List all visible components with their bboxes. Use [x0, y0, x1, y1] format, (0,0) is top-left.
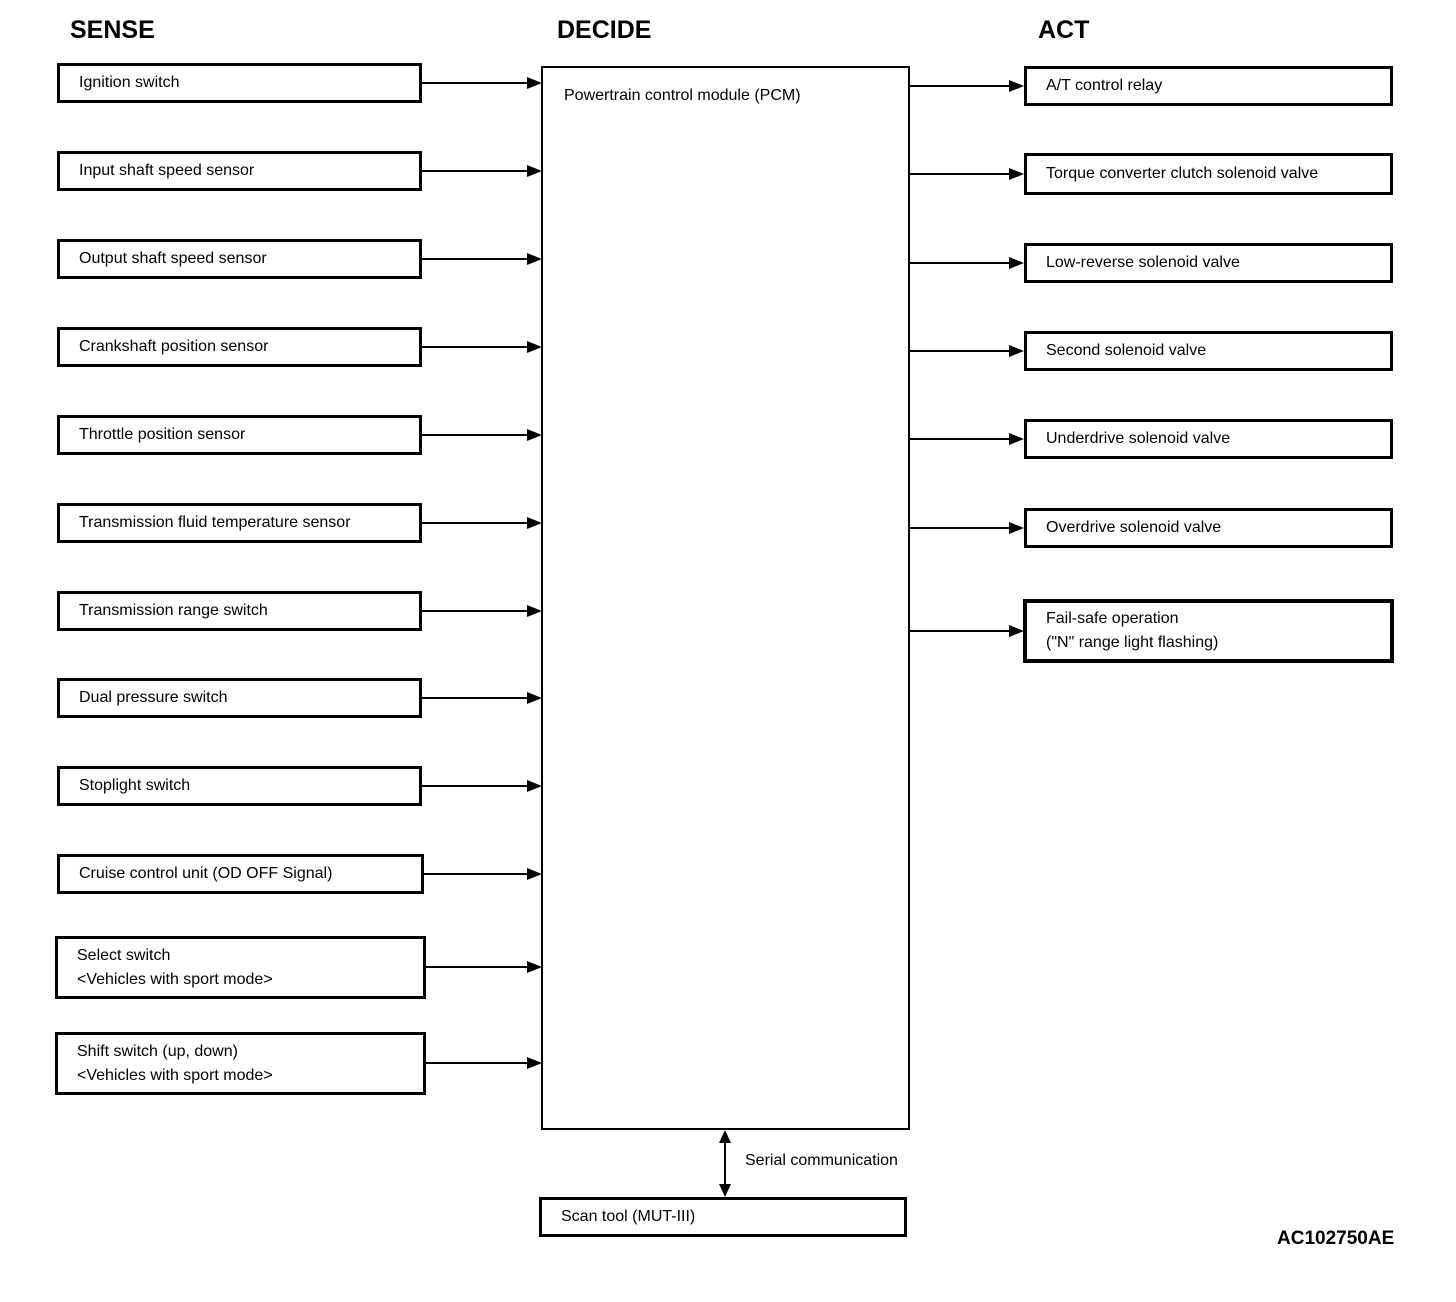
arrow-head-icon: [527, 341, 542, 353]
pcm-label: Powertrain control module (PCM): [564, 87, 801, 104]
arrow-head-icon: [1009, 168, 1024, 180]
box-sublabel: <Vehicles with sport mode>: [77, 970, 273, 988]
box-label: Input shaft speed sensor: [79, 162, 255, 179]
arrow-line: [422, 170, 529, 172]
arrow-line: [422, 522, 529, 524]
arrow-line: [910, 438, 1011, 440]
arrow-head-icon: [527, 780, 542, 792]
arrow-head-down-icon: [719, 1184, 731, 1197]
box-label: Torque converter clutch solenoid valve: [1046, 165, 1319, 182]
arrow-line: [422, 434, 529, 436]
pcm-box: Powertrain control module (PCM): [541, 66, 910, 1130]
arrow-head-icon: [527, 165, 542, 177]
box-label: Underdrive solenoid valve: [1046, 430, 1231, 447]
box-label: Shift switch (up, down): [77, 1042, 238, 1060]
arrow-line: [910, 630, 1011, 632]
arrow-line: [910, 262, 1011, 264]
box-label: Scan tool (MUT-III): [561, 1208, 696, 1225]
sense-box-stoplight-switch: Stoplight switch: [57, 766, 422, 806]
box-label: Transmission range switch: [79, 602, 268, 619]
arrow-head-icon: [527, 1057, 542, 1069]
box-label: Output shaft speed sensor: [79, 250, 267, 267]
arrow-line: [426, 966, 529, 968]
arrow-line: [910, 85, 1011, 87]
box-sublabel: <Vehicles with sport mode>: [77, 1066, 273, 1084]
arrow-head-icon: [1009, 433, 1024, 445]
sense-box-cruise-control-unit: Cruise control unit (OD OFF Signal): [57, 854, 424, 894]
serial-communication-label: Serial communication: [745, 1152, 898, 1169]
act-box-torque-converter-clutch-solenoid-valve: Torque converter clutch solenoid valve: [1024, 153, 1393, 195]
box-label: Fail-safe operation: [1046, 610, 1179, 627]
box-label: Stoplight switch: [79, 777, 191, 794]
act-box-underdrive-solenoid-valve: Underdrive solenoid valve: [1024, 419, 1393, 459]
arrow-head-icon: [527, 77, 542, 89]
sense-box-dual-pressure-switch: Dual pressure switch: [57, 678, 422, 718]
arrow-head-icon: [527, 692, 542, 704]
arrow-head-icon: [527, 961, 542, 973]
arrow-line: [724, 1141, 726, 1186]
act-box-at-control-relay: A/T control relay: [1024, 66, 1393, 106]
arrow-head-icon: [1009, 80, 1024, 92]
arrow-head-icon: [527, 868, 542, 880]
arrow-line: [422, 785, 529, 787]
sense-box-throttle-position-sensor: Throttle position sensor: [57, 415, 422, 455]
arrow-head-up-icon: [719, 1130, 731, 1143]
box-label: Dual pressure switch: [79, 689, 228, 706]
sense-box-ignition-switch: Ignition switch: [57, 63, 422, 103]
sense-header: SENSE: [70, 16, 155, 44]
scan-tool-box: Scan tool (MUT-III): [539, 1197, 907, 1237]
arrow-line: [424, 873, 529, 875]
arrow-line: [910, 527, 1011, 529]
figure-code: AC102750AE: [1277, 1228, 1395, 1249]
act-box-second-solenoid-valve: Second solenoid valve: [1024, 331, 1393, 371]
sense-box-shift-switch: Shift switch (up, down) <Vehicles with sp…: [55, 1032, 426, 1095]
sense-box-select-switch: Select switch <Vehicles with sport mode>: [55, 936, 426, 999]
box-label: Low-reverse solenoid valve: [1046, 254, 1240, 271]
sense-box-transmission-range-switch: Transmission range switch: [57, 591, 422, 631]
arrow-line: [910, 173, 1011, 175]
arrow-line: [426, 1062, 529, 1064]
arrow-head-icon: [527, 429, 542, 441]
arrow-line: [422, 697, 529, 699]
box-sublabel: ("N" range light flashing): [1046, 634, 1219, 651]
arrow-line: [910, 350, 1011, 352]
act-box-overdrive-solenoid-valve: Overdrive solenoid valve: [1024, 508, 1393, 548]
act-box-low-reverse-solenoid-valve: Low-reverse solenoid valve: [1024, 243, 1393, 283]
arrow-head-icon: [527, 253, 542, 265]
box-label: Transmission fluid temperature sensor: [79, 514, 351, 531]
box-label: Second solenoid valve: [1046, 342, 1207, 359]
box-label: Cruise control unit (OD OFF Signal): [79, 865, 333, 882]
sense-box-transmission-fluid-temperature-sensor: Transmission fluid temperature sensor: [57, 503, 422, 543]
box-label: A/T control relay: [1046, 77, 1163, 94]
arrow-head-icon: [1009, 345, 1024, 357]
box-label: Overdrive solenoid valve: [1046, 519, 1222, 536]
arrow-head-icon: [1009, 522, 1024, 534]
box-label: Select switch: [77, 946, 171, 964]
sense-box-crankshaft-position-sensor: Crankshaft position sensor: [57, 327, 422, 367]
act-box-fail-safe-operation: Fail-safe operation ("N" range light flas…: [1023, 599, 1394, 663]
box-label: Crankshaft position sensor: [79, 338, 269, 355]
arrow-line: [422, 82, 529, 84]
arrow-head-icon: [1009, 625, 1024, 637]
decide-header: DECIDE: [557, 16, 652, 44]
box-label: Throttle position sensor: [79, 426, 246, 443]
arrow-head-icon: [527, 517, 542, 529]
arrow-line: [422, 610, 529, 612]
sense-box-output-shaft-speed-sensor: Output shaft speed sensor: [57, 239, 422, 279]
act-header: ACT: [1038, 16, 1090, 44]
sense-box-input-shaft-speed-sensor: Input shaft speed sensor: [57, 151, 422, 191]
arrow-head-icon: [1009, 257, 1024, 269]
arrow-line: [422, 346, 529, 348]
box-label: Ignition switch: [79, 74, 180, 91]
arrow-head-icon: [527, 605, 542, 617]
arrow-line: [422, 258, 529, 260]
